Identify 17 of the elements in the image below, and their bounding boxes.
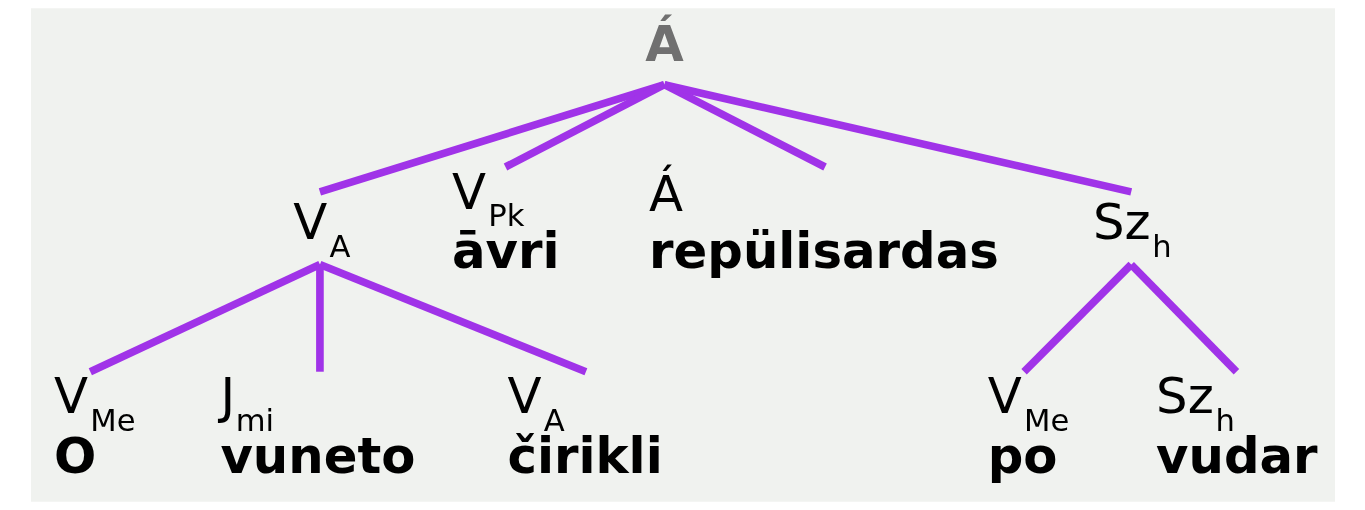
connector xyxy=(503,81,666,171)
connector xyxy=(318,81,665,196)
connector xyxy=(1128,261,1239,375)
node-text: Sz$_{h}$ vudar xyxy=(1155,367,1318,485)
connector xyxy=(318,261,587,376)
node-text: J$_{mi}$ vuneto xyxy=(219,367,415,485)
connector xyxy=(88,261,322,376)
node-text: V$_{Pk}$ āvri xyxy=(451,162,560,281)
connector xyxy=(663,81,1132,196)
node-text: Á repülisardas xyxy=(648,164,999,281)
node-text: V$_{A}$ xyxy=(292,193,350,264)
node-text: V$_{A}$ čirikli xyxy=(506,367,663,485)
node-text: Sz$_{h}$ xyxy=(1092,193,1172,264)
node-text: Á xyxy=(644,15,684,74)
node-text: V$_{Me}$ po xyxy=(987,367,1069,485)
connector xyxy=(1020,261,1134,375)
node-text: V$_{Me}$ O xyxy=(53,367,136,485)
